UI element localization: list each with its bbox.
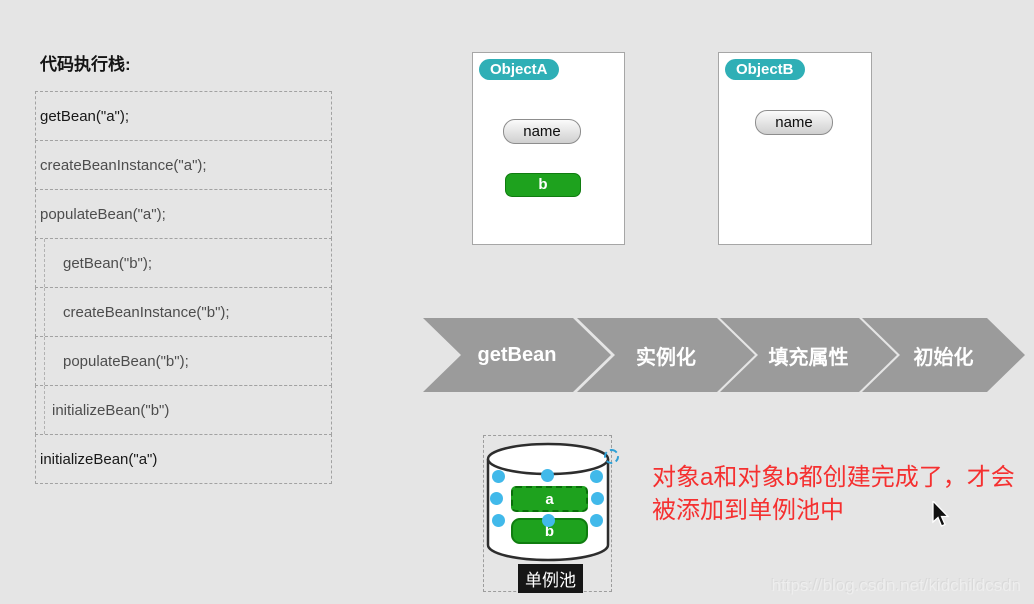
stack-frame-initializebean-a: initializeBean("a") xyxy=(35,434,332,484)
object-a-name-field[interactable]: name xyxy=(503,119,581,144)
stack-frame-createbeaninstance-b: createBeanInstance("b"); xyxy=(35,287,332,337)
selection-handle[interactable] xyxy=(492,470,505,483)
stack-frame-getbean-b: getBean("b"); xyxy=(35,238,332,288)
object-b-name-field[interactable]: name xyxy=(755,110,833,135)
selection-handle[interactable] xyxy=(591,492,604,505)
selection-handle[interactable] xyxy=(492,514,505,527)
object-a-title-tag: ObjectA xyxy=(479,59,559,80)
stack-frame-populatebean-a: populateBean("a"); xyxy=(35,189,332,239)
flow-step-getbean[interactable]: getBean xyxy=(423,318,611,392)
annotation-line-1: 对象a和对象b都创建完成了，才会 xyxy=(652,464,1015,491)
annotation-note: 对象a和对象b都创建完成了，才会 被添加到单例池中 xyxy=(652,461,1015,527)
stack-frame-getbean-a: getBean("a"); xyxy=(35,91,332,141)
pool-label: 单例池 xyxy=(518,564,583,593)
selection-handle[interactable] xyxy=(541,469,554,482)
watermark: https://blog.csdn.net/kidchildcsdn xyxy=(771,576,1021,595)
object-a-b-field[interactable]: b xyxy=(505,173,581,197)
selection-handle[interactable] xyxy=(542,514,555,527)
stack-title: 代码执行栈: xyxy=(40,55,131,74)
stack-frame-initializebean-b: initializeBean("b") xyxy=(35,385,332,435)
object-b-card[interactable]: ObjectB name xyxy=(718,52,872,245)
object-a-card[interactable]: ObjectA name b xyxy=(472,52,625,245)
mouse-cursor-icon xyxy=(932,501,950,527)
annotation-line-2: 被添加到单例池中 xyxy=(652,497,844,524)
object-b-title-tag: ObjectB xyxy=(725,59,805,80)
pool-bean-a[interactable]: a xyxy=(511,486,588,512)
selection-handle[interactable] xyxy=(590,514,603,527)
code-stack: getBean("a"); createBeanInstance("a"); p… xyxy=(35,91,332,484)
rotate-handle-icon[interactable] xyxy=(604,449,619,464)
selection-handle[interactable] xyxy=(490,492,503,505)
stack-frame-createbeaninstance-a: createBeanInstance("a"); xyxy=(35,140,332,190)
stack-frame-populatebean-b: populateBean("b"); xyxy=(35,336,332,386)
selection-handle[interactable] xyxy=(590,470,603,483)
